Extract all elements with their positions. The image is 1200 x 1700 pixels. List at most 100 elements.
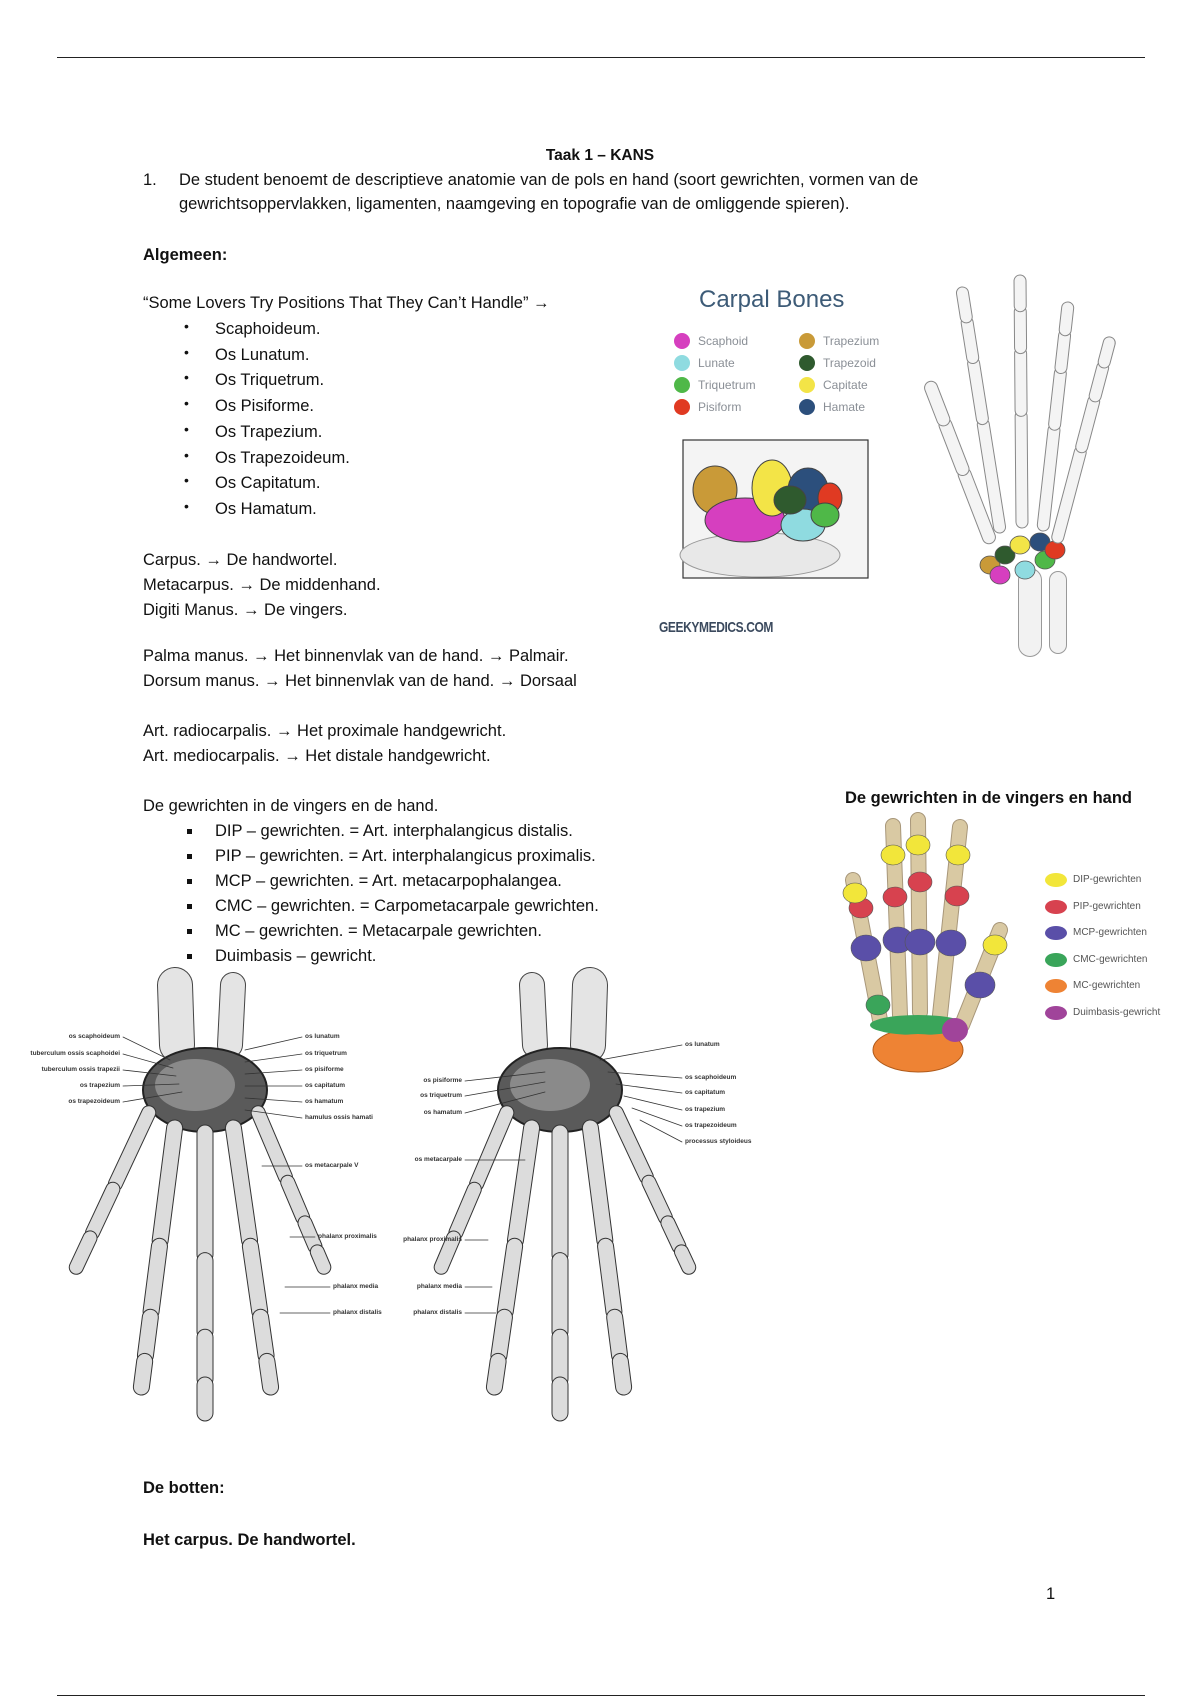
bone: [507, 1120, 540, 1248]
bone: [253, 1309, 274, 1363]
bone: [571, 968, 607, 1062]
carpal-list-item: Os Triquetrum.: [215, 371, 325, 390]
bone: [642, 1175, 672, 1224]
legend-swatch: [1045, 979, 1067, 993]
bone: [69, 1231, 97, 1274]
legend-label: Pisiform: [698, 400, 742, 414]
thumb-base-joint: [942, 1018, 968, 1042]
bone: [1049, 367, 1066, 430]
bone: [133, 1353, 153, 1395]
anatomy-label: phalanx proximalis: [403, 1236, 462, 1243]
bone: [520, 973, 547, 1057]
square-bullet-icon: [187, 854, 192, 859]
bone: [661, 1216, 686, 1253]
anatomy-label: phalanx media: [333, 1283, 379, 1290]
carpal-list-item: Os Trapezoideum.: [215, 448, 350, 467]
header-rule: [57, 57, 1145, 58]
leader-line: [122, 1091, 183, 1103]
page-number: 1: [1046, 1585, 1056, 1603]
joints-list-item: MCP – gewrichten. = Art. metacarpophalan…: [215, 872, 562, 890]
objective-line-2: gewrichtsoppervlakken, ligamenten, naamg…: [179, 195, 850, 213]
bullet-icon: •: [184, 318, 189, 334]
anatomy-label: hamulus ossis hamati: [305, 1114, 373, 1121]
anatomy-label: phalanx distalis: [333, 1309, 382, 1316]
bullet-icon: •: [184, 395, 189, 412]
square-bullet-icon: [187, 904, 192, 909]
anatomy-label: os hamatum: [305, 1098, 344, 1105]
bone: [1059, 302, 1074, 336]
legend-swatch: [799, 355, 815, 371]
anatomy-label: phalanx media: [416, 1283, 462, 1290]
bone: [225, 1120, 258, 1248]
term-line: Metacarpus. → De middenhand.: [143, 576, 381, 594]
legend-swatch: [674, 377, 690, 393]
joint-marker: [880, 844, 906, 866]
term-line: Art. radiocarpalis. → Het proximale hand…: [143, 722, 507, 740]
carpal-list-item: Scaphoideum.: [215, 320, 321, 338]
joint-marker: [964, 971, 996, 999]
square-bullet-icon: [187, 929, 192, 934]
leader-line: [615, 1083, 683, 1094]
legend-swatch: [799, 399, 815, 415]
legend-label: CMC-gewrichten: [1073, 953, 1148, 965]
square-bullet-icon: [187, 829, 192, 834]
bone: [470, 1106, 514, 1191]
bone: [674, 1245, 696, 1274]
joint-marker: [935, 929, 967, 957]
legend-label: Trapezoid: [823, 356, 876, 370]
leader-line: [631, 1107, 683, 1127]
legend-label: Duimbasis-gewricht: [1073, 1006, 1161, 1018]
bone: [958, 468, 995, 544]
bone: [977, 418, 1006, 533]
anatomy-label: os triquetrum: [305, 1050, 347, 1057]
leader-line: [244, 1097, 303, 1103]
carpal-bone: [994, 545, 1016, 565]
bone: [968, 357, 988, 425]
bone: [1055, 330, 1071, 374]
bone: [1037, 424, 1060, 531]
joints-intro: De gewrichten in de vingers en de hand.: [143, 797, 439, 815]
leader-line: [122, 1069, 177, 1077]
bone: [1098, 337, 1115, 368]
joint-marker: [904, 928, 936, 956]
bone: [1089, 362, 1109, 402]
anatomy-label: os scaphoideum: [68, 1033, 120, 1040]
anatomy-label: os capitatum: [305, 1082, 346, 1089]
legend-label: PIP-gewrichten: [1073, 900, 1141, 912]
bone: [158, 968, 194, 1062]
bullet-icon: •: [184, 446, 189, 463]
carpal-list-item: Os Capitatum.: [215, 474, 321, 493]
legend-label: MCP-gewrichten: [1073, 927, 1147, 938]
anatomy-label: os metacarpale: [414, 1156, 462, 1163]
bone: [961, 317, 979, 364]
anatomy-label: os lunatum: [685, 1041, 720, 1048]
bone: [491, 1309, 512, 1363]
bone: [259, 1353, 279, 1395]
bone: [497, 1238, 523, 1319]
algemeen-heading: Algemeen:: [143, 246, 228, 264]
anatomy-label: processus styloideus: [685, 1138, 752, 1145]
anatomy-label: os triquetrum: [420, 1092, 462, 1099]
anatomy-label: os trapezium: [79, 1082, 120, 1089]
joints-list-item: DIP – gewrichten. = Art. interphalangicu…: [215, 822, 573, 840]
anatomy-label: os scaphoideum: [685, 1074, 737, 1081]
bullet-icon: •: [184, 420, 189, 437]
bone: [582, 1120, 613, 1248]
bone: [434, 1231, 461, 1274]
leader-line: [244, 1053, 303, 1063]
anatomy-label: tuberculum ossis trapezii: [41, 1066, 120, 1073]
mc-joints: [878, 1034, 958, 1070]
bone: [925, 381, 950, 426]
legend-label: Triquetrum: [698, 378, 756, 392]
anatomy-label: os pisiforme: [423, 1077, 462, 1084]
joint-marker: [850, 934, 882, 962]
joint-marker: [982, 934, 1008, 956]
bullet-icon: •: [184, 497, 189, 514]
leader-line: [244, 1036, 303, 1051]
bone: [598, 1238, 622, 1319]
term-line: Dorsum manus. → Het binnenvlak van de ha…: [143, 672, 577, 690]
square-bullet-icon: [187, 879, 192, 884]
carpal-list-item: Os Hamatum.: [215, 499, 317, 518]
square-bullet-icon: [187, 954, 192, 959]
